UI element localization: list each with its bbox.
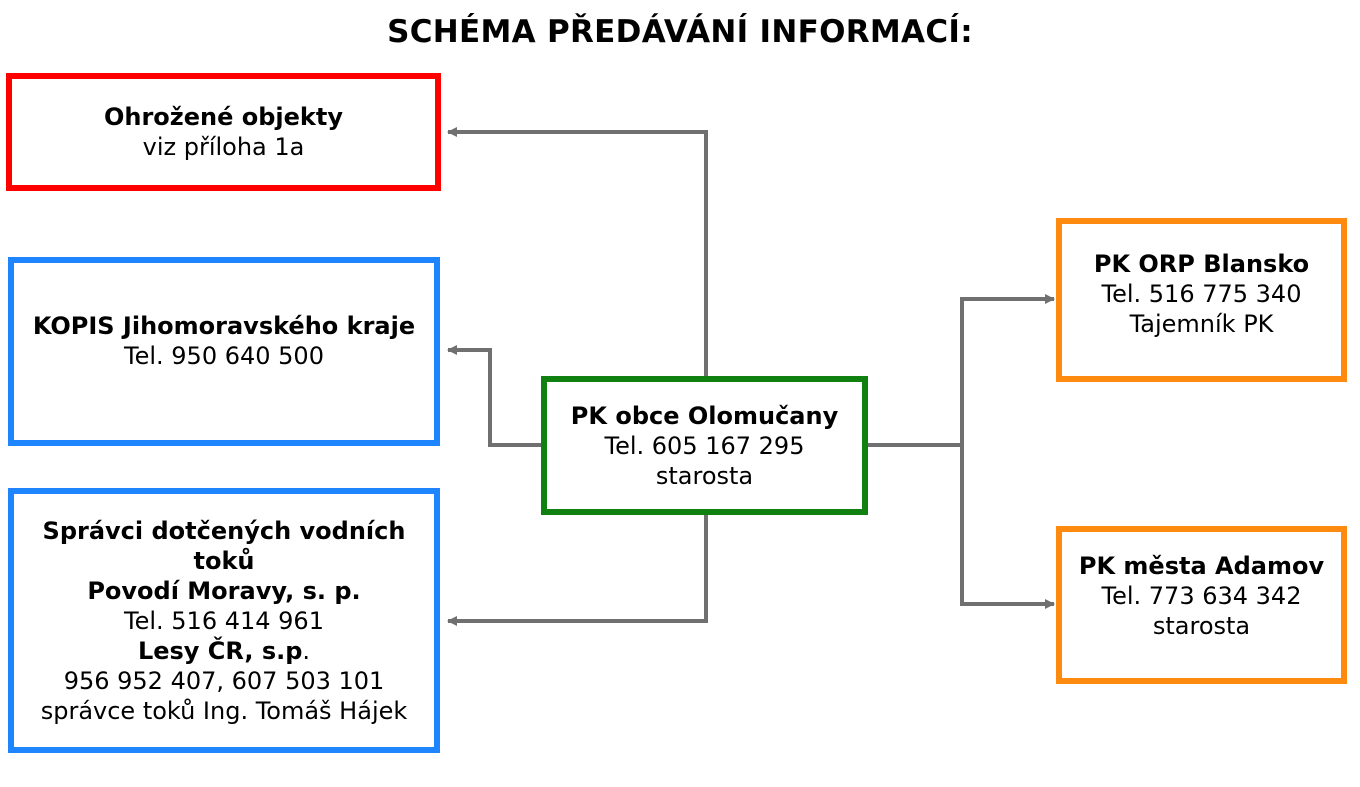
adamov-box: PK města Adamov Tel. 773 634 342 starost… <box>1056 526 1347 684</box>
orp-blansko-title: PK ORP Blansko <box>1093 250 1310 278</box>
arrow-to-kopis <box>447 345 544 447</box>
river-managers-title: Správci dotčených vodních toků <box>42 517 406 575</box>
center-phone: Tel. 605 167 295 <box>604 431 805 460</box>
lesy-cr-line: Lesy ČR, s.p. <box>138 636 310 666</box>
lesy-cr-name: Lesy ČR, s.p <box>137 637 303 665</box>
adamov-title: PK města Adamov <box>1078 552 1325 580</box>
adamov-phone: Tel. 773 634 342 <box>1101 582 1302 610</box>
adamov-role: starosta <box>1152 612 1251 640</box>
povodi-moravy-phone: Tel. 516 414 961 <box>124 607 324 635</box>
arrow-to-orp-blansko <box>868 294 1055 447</box>
lesy-cr-dot: . <box>302 637 311 665</box>
povodi-moravy-name: Povodí Moravy, s. p. <box>87 577 361 605</box>
arrow-to-adamov <box>960 445 1055 609</box>
orp-blansko-box: PK ORP Blansko Tel. 516 775 340 Tajemník… <box>1056 218 1347 382</box>
center-olomucany-box: PK obce Olomučany Tel. 605 167 295 staro… <box>541 376 868 515</box>
orp-blansko-phone: Tel. 516 775 340 <box>1101 280 1302 308</box>
center-role: starosta <box>655 461 754 490</box>
threatened-objects-title: Ohrožené objekty <box>103 103 344 131</box>
threatened-objects-note: viz příloha 1a <box>142 133 305 161</box>
center-title: PK obce Olomučany <box>570 401 839 430</box>
river-managers-box: Správci dotčených vodních toků Povodí Mo… <box>8 488 440 753</box>
orp-blansko-role: Tajemník PK <box>1129 310 1274 338</box>
kopis-title: KOPIS Jihomoravského kraje <box>32 311 416 340</box>
arrow-to-threatened-objects <box>447 127 708 378</box>
threatened-objects-box: Ohrožené objekty viz příloha 1a <box>6 73 441 191</box>
kopis-phone: Tel. 950 640 500 <box>124 341 324 370</box>
lesy-cr-phones: 956 952 407, 607 503 101 <box>63 667 385 695</box>
kopis-box: KOPIS Jihomoravského kraje Tel. 950 640 … <box>8 257 440 446</box>
diagram-title: SCHÉMA PŘEDÁVÁNÍ INFORMACÍ: <box>387 14 973 50</box>
arrow-to-river-managers <box>447 514 708 626</box>
river-manager-contact: správce toků Ing. Tomáš Hájek <box>40 697 408 725</box>
